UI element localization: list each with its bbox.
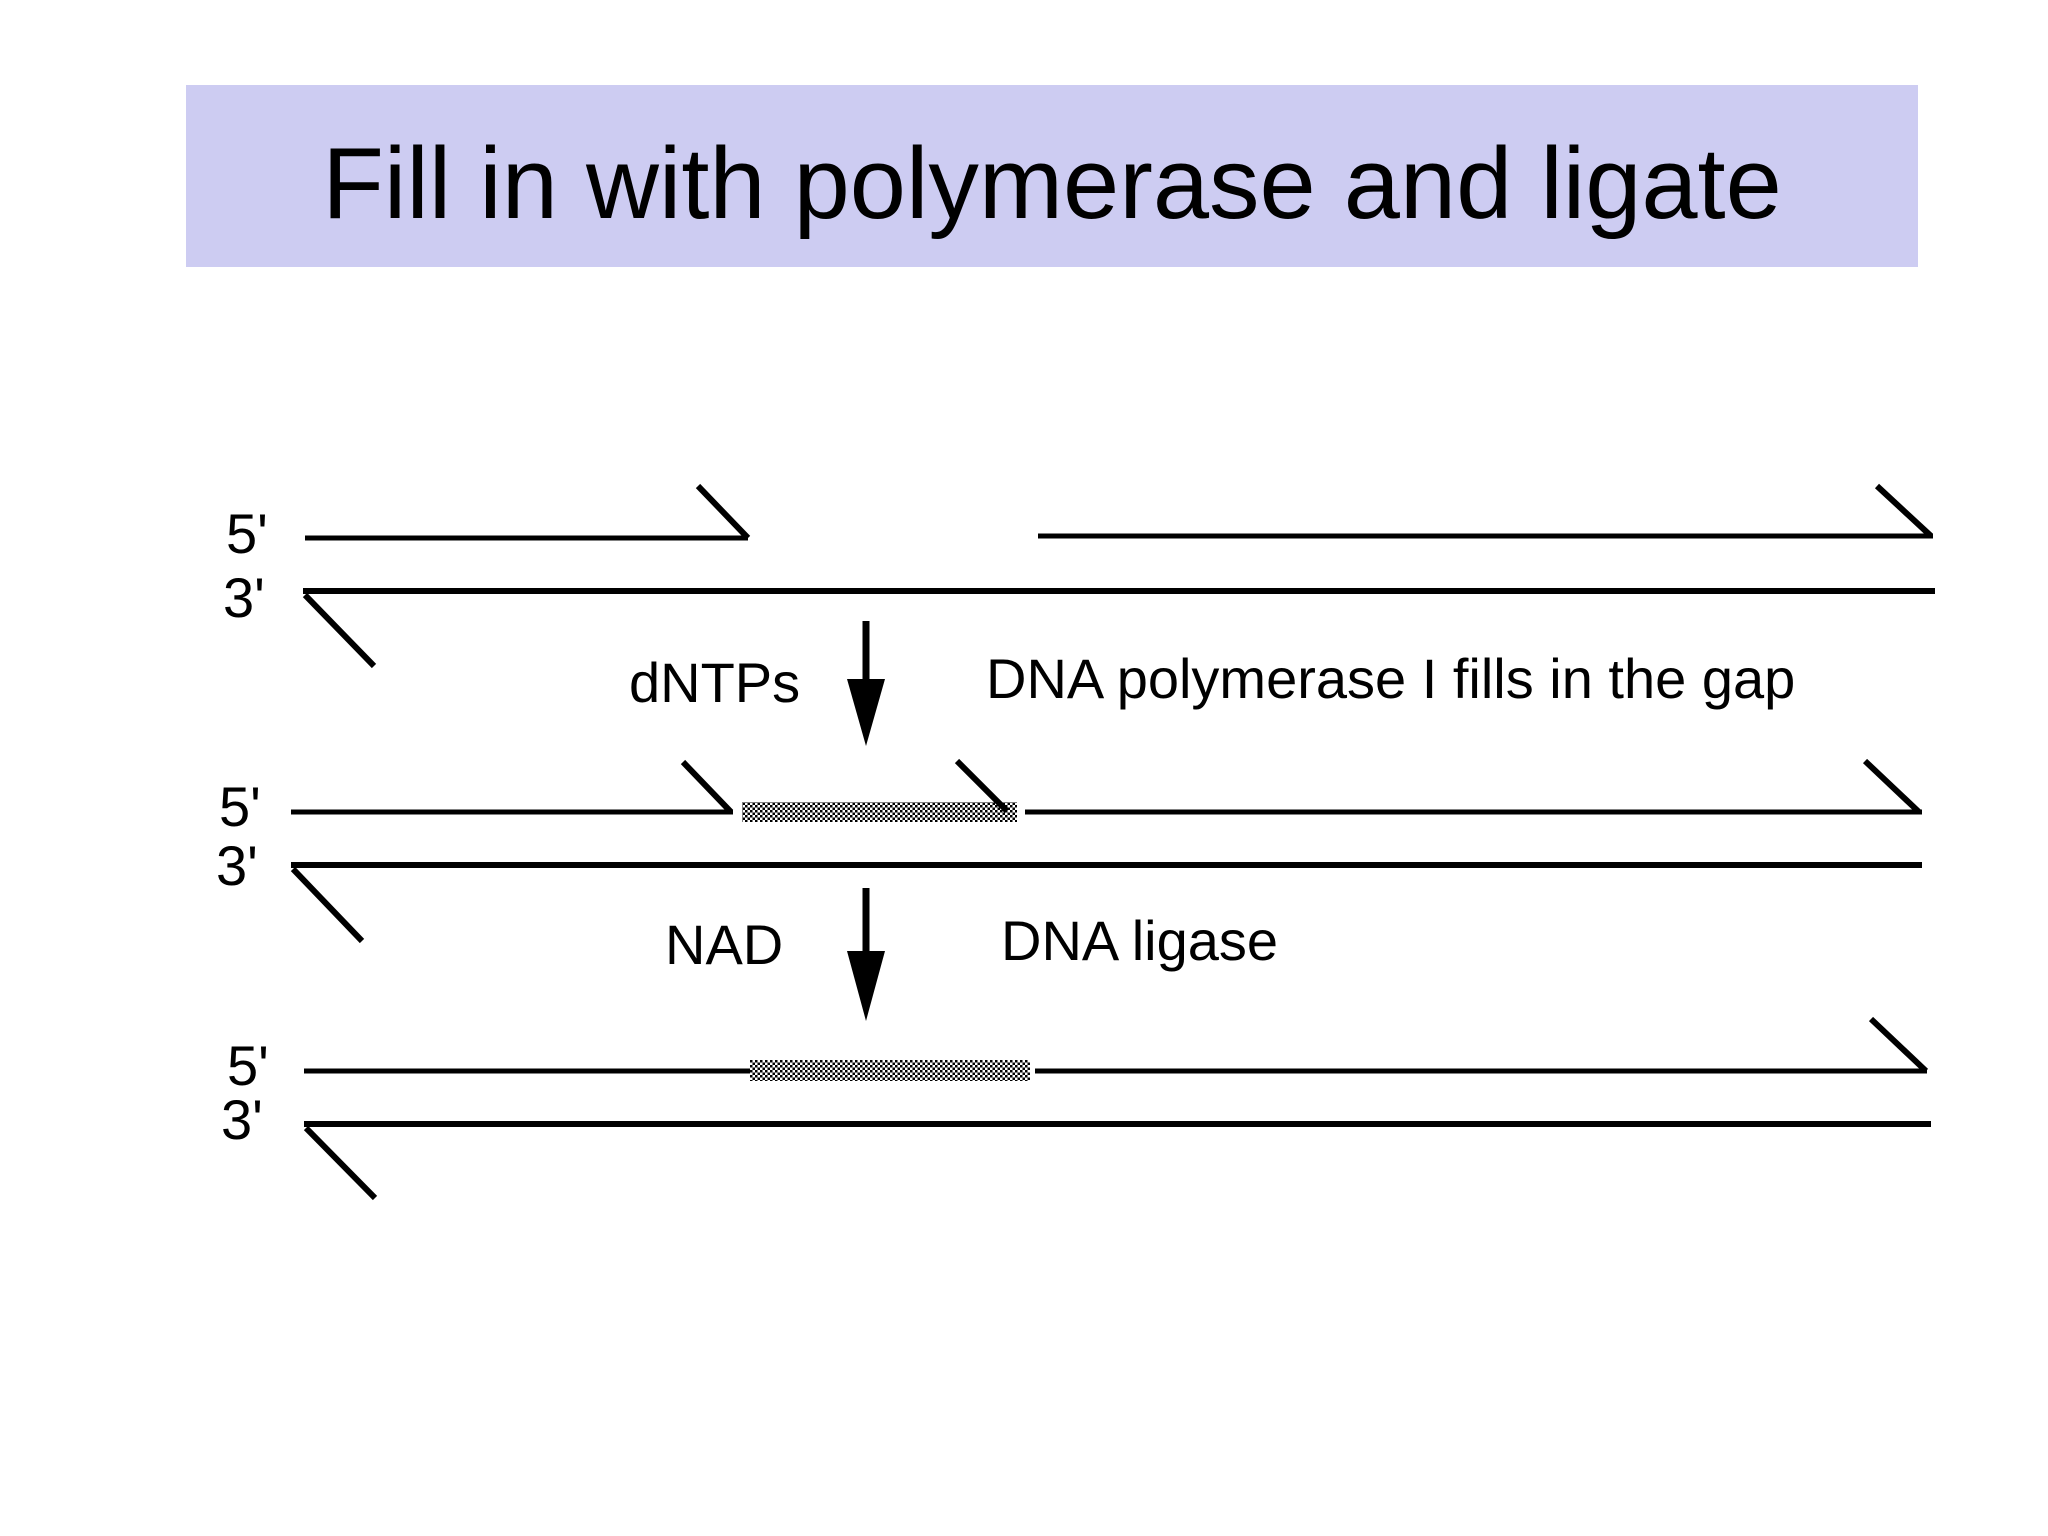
- duplex3: [303, 1016, 1931, 1201]
- duplex1-left-segment-end-tick-icon: [695, 483, 751, 541]
- step2-arrow-head: [847, 951, 885, 1021]
- duplex1: [302, 483, 1935, 669]
- duplex2-left-nick-tick-icon: [680, 759, 734, 815]
- duplex2-right-segment-end-tick-icon: [1862, 758, 1922, 815]
- duplex3-three-prime-label: 3': [221, 1088, 263, 1151]
- duplex1-bottom-strand-end-tick-icon: [302, 592, 377, 669]
- step2-reagent-label: NAD: [665, 913, 784, 976]
- step2-enzyme-label: DNA ligase: [1001, 909, 1279, 972]
- step1-enzyme-label: DNA polymerase I fills in the gap: [986, 647, 1796, 710]
- title-banner: Fill in with polymerase and ligate: [186, 85, 1918, 267]
- duplex2-five-prime-label: 5': [219, 775, 261, 838]
- duplex3-top-strand-end-tick-icon: [1868, 1016, 1929, 1074]
- duplex2-bottom-strand-end-tick-icon: [290, 866, 365, 944]
- duplex2-gap-fill-box: [742, 802, 1017, 822]
- step1-reagent-label: dNTPs: [629, 651, 801, 714]
- duplex2-right-nick-tick-icon: [954, 758, 1010, 814]
- duplex1-right-segment-end-tick-icon: [1874, 483, 1934, 539]
- duplex2-three-prime-label: 3': [216, 834, 258, 897]
- slide-title: Fill in with polymerase and ligate: [322, 127, 1782, 240]
- duplex2: [290, 758, 1922, 944]
- duplex3-bottom-strand-end-tick-icon: [303, 1125, 378, 1201]
- step1-down-arrow-icon: [847, 621, 885, 746]
- step1-arrow-head: [847, 679, 885, 746]
- step2-down-arrow-icon: [847, 888, 885, 1021]
- duplex1-three-prime-label: 3': [223, 566, 265, 629]
- duplex1-five-prime-label: 5': [226, 502, 268, 565]
- duplex3-gap-fill-box: [750, 1060, 1030, 1081]
- duplex3-five-prime-label: 5': [227, 1034, 269, 1097]
